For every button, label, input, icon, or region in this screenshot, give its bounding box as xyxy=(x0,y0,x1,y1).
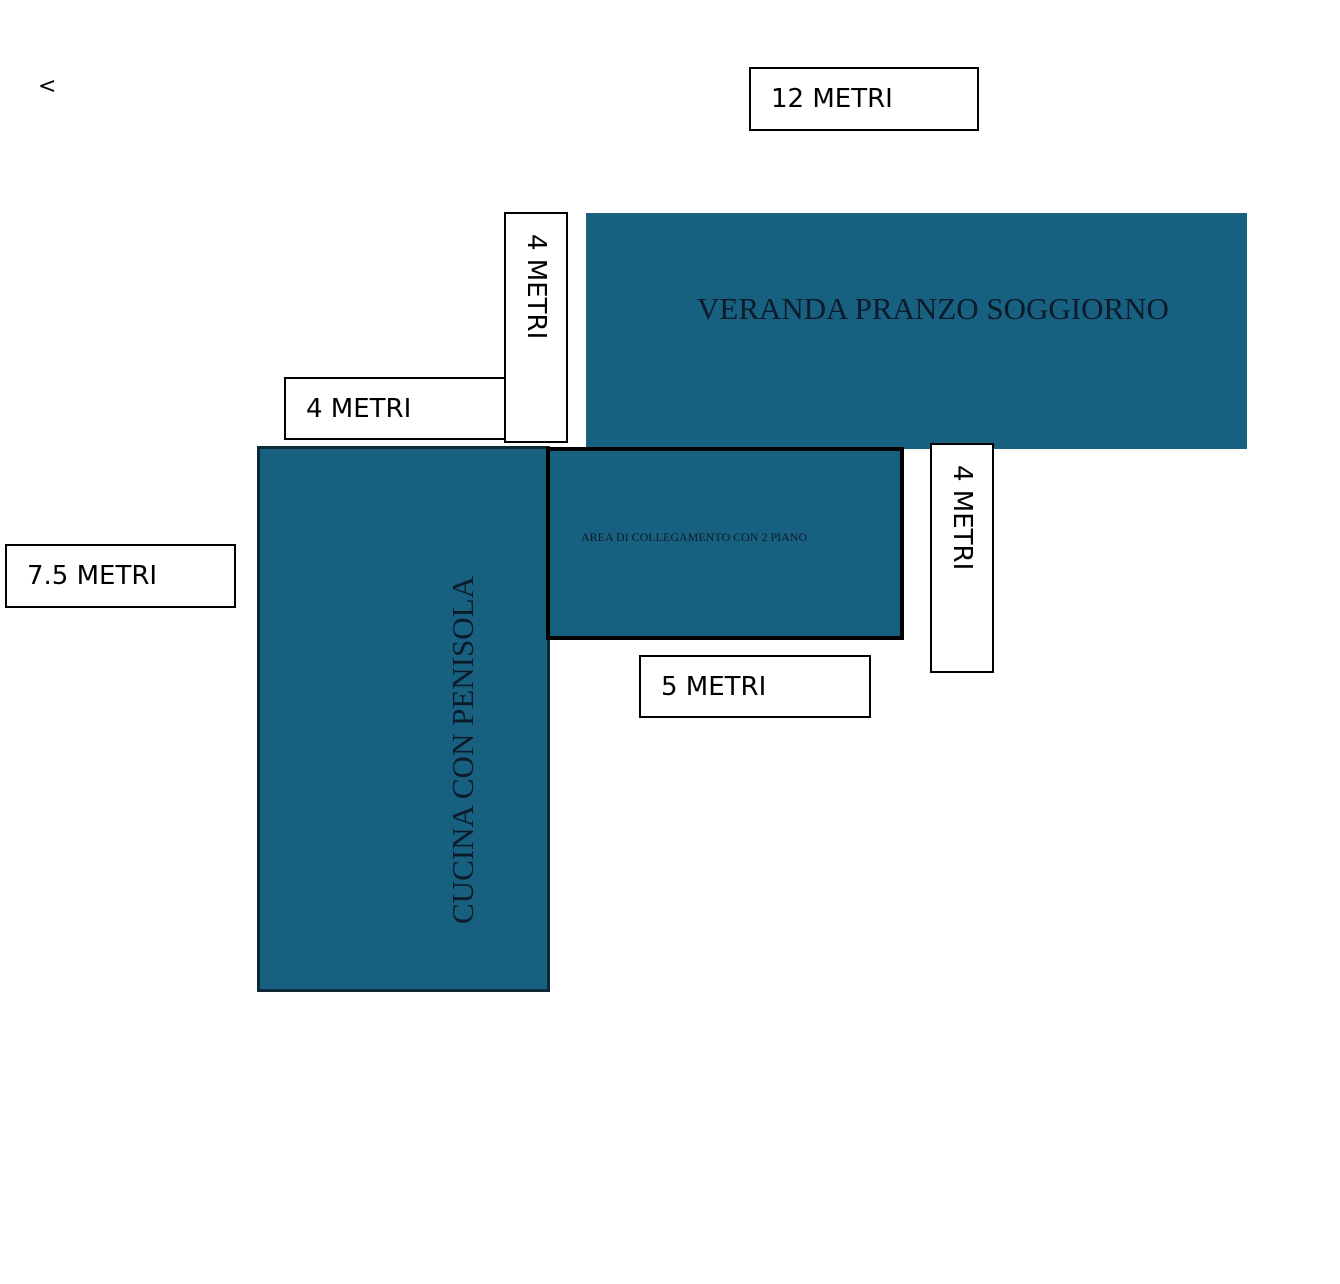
room-label: CUCINA CON PENISOLA xyxy=(445,576,480,924)
room-area-collegamento: AREA DI COLLEGAMENTO CON 2 PIANO xyxy=(546,447,904,640)
dimension-label-7-5m: 7.5 METRI xyxy=(5,544,236,608)
room-label: VERANDA PRANZO SOGGIORNO xyxy=(697,291,1169,326)
back-chevron-icon[interactable]: < xyxy=(38,74,57,99)
dimension-label-4m-right: 4 METRI xyxy=(930,443,994,673)
dimension-label-5m: 5 METRI xyxy=(639,655,871,718)
room-label: AREA DI COLLEGAMENTO CON 2 PIANO xyxy=(581,530,808,544)
dimension-text: 4 METRI xyxy=(947,465,977,571)
dimension-text: 5 METRI xyxy=(661,671,767,702)
room-cucina-con-penisola: CUCINA CON PENISOLA xyxy=(257,446,550,992)
dimension-label-4m-vertical: 4 METRI xyxy=(504,212,568,443)
dimension-text: 12 METRI xyxy=(771,84,893,114)
dimension-label-4m-horizontal: 4 METRI xyxy=(284,377,506,440)
dimension-text: 4 METRI xyxy=(521,234,551,340)
room-veranda-pranzo-soggiorno: VERANDA PRANZO SOGGIORNO xyxy=(586,213,1247,449)
dimension-text: 7.5 METRI xyxy=(27,561,158,591)
dimension-label-12m: 12 METRI xyxy=(749,67,979,131)
dimension-text: 4 METRI xyxy=(306,393,412,424)
